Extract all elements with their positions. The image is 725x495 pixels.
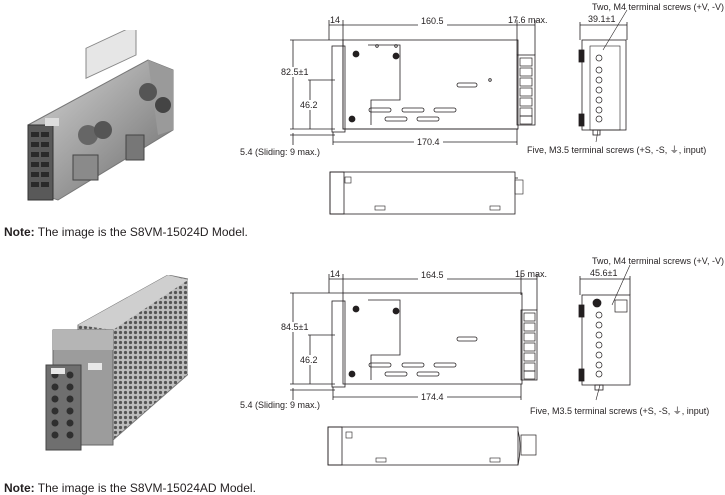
dim-terminal-protrusion: 15 max. (515, 269, 548, 279)
model-note: Note: The image is the S8VM-15024D Model… (4, 225, 248, 239)
callout-output-terminals: Two, M4 terminal screws (+V, -V) (592, 256, 724, 266)
dim-overall-length: 170.4 (414, 137, 443, 147)
dim-terminal-protrusion: 17.6 max. (508, 15, 548, 25)
note-label: Note: (4, 225, 35, 239)
dim-width: 45.6±1 (590, 268, 618, 278)
dim-sliding: 5.4 (Sliding: 9 max.) (240, 147, 321, 157)
dim-height: 82.5±1 (281, 67, 309, 77)
product-photo-open-frame (18, 30, 178, 205)
callout-output-terminals: Two, M4 terminal screws (+V, -V) (592, 2, 724, 12)
callout-input-terminals: Five, M3.5 terminal screws (+S, -S, ⏚, i… (527, 145, 707, 155)
callout-input-terminals: Five, M3.5 terminal screws (+S, -S, ⏚, i… (530, 406, 710, 416)
dim-mount-height: 46.2 (300, 100, 318, 110)
note-text: The image is the S8VM-15024AD Model. (34, 481, 256, 495)
model-section-s8vm-15024d: Note: The image is the S8VM-15024D Model… (4, 2, 724, 239)
side-view-drawing (290, 264, 631, 466)
dim-height: 84.5±1 (281, 322, 309, 332)
dim-width: 39.1±1 (588, 14, 616, 24)
model-note: Note: The image is the S8VM-15024AD Mode… (4, 481, 256, 495)
dim-body-length: 160.5 (418, 16, 447, 26)
dim-body-length: 164.5 (418, 270, 447, 280)
dim-sliding: 5.4 (Sliding: 9 max.) (240, 400, 321, 410)
note-text: The image is the S8VM-15024D Model. (34, 225, 248, 239)
product-photo-covered (18, 275, 188, 455)
dim-overall-length: 174.4 (418, 392, 447, 402)
note-label: Note: (4, 481, 35, 495)
dim-mount-height: 46.2 (300, 355, 318, 365)
dim-mount-depth: 14 (330, 15, 341, 25)
side-view-drawing (290, 9, 628, 215)
model-section-s8vm-15024ad: Note: The image is the S8VM-15024AD Mode… (0, 255, 725, 495)
dim-mount-depth: 14 (330, 269, 341, 279)
